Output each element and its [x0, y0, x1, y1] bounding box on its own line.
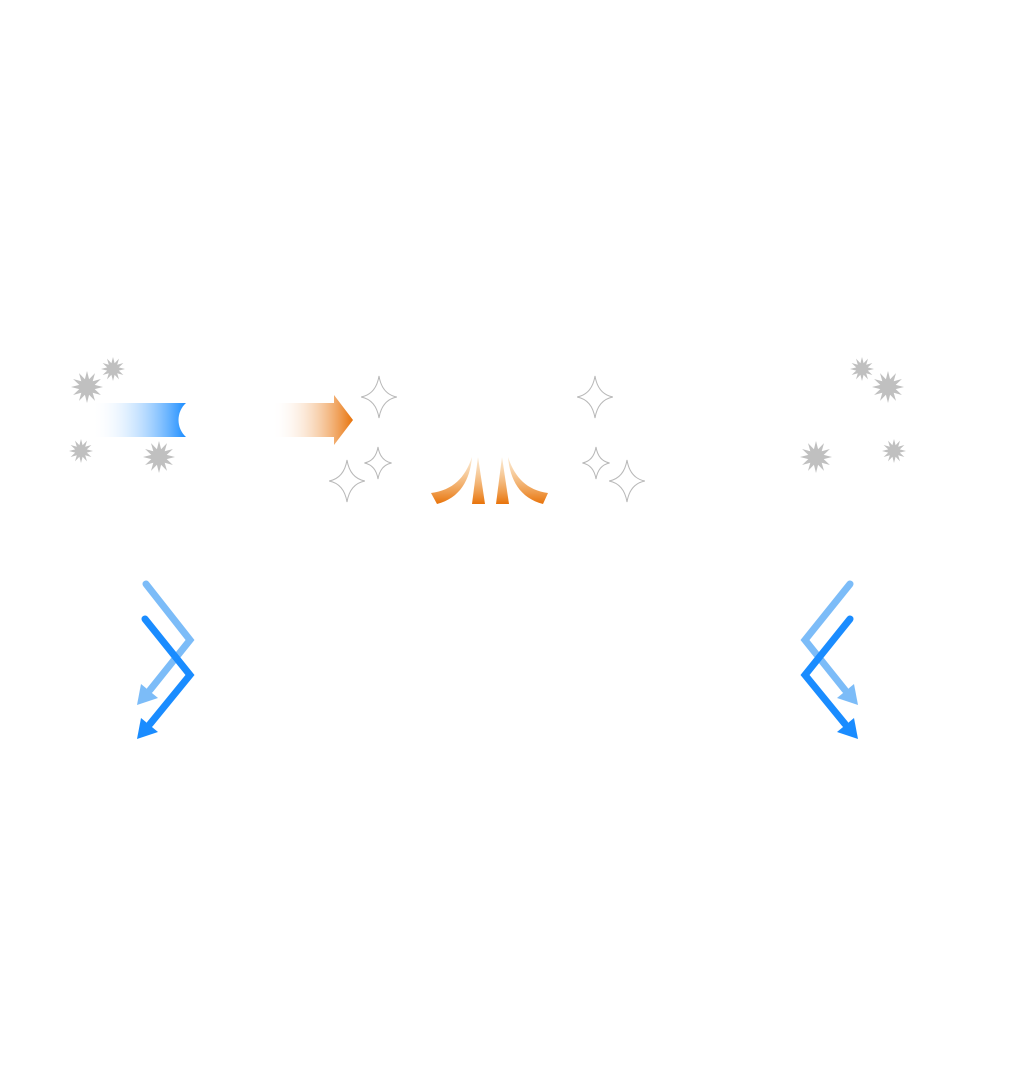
orange-fan-icon	[431, 457, 548, 504]
starburst-cluster-left	[69, 357, 175, 473]
blue-zigzag-arrow-icon	[800, 615, 858, 739]
fan-ray-center-right	[496, 457, 509, 504]
gray-starburst-icon	[882, 439, 906, 463]
sparkle-cluster-right	[577, 375, 645, 503]
gray-starburst-icon	[101, 357, 125, 381]
sparkle-icon	[361, 375, 397, 419]
sparkle-icon	[582, 446, 610, 480]
fan-ray-center-left	[472, 457, 485, 504]
blue-zigzag-arrow-icon	[800, 580, 858, 705]
gray-starburst-icon	[69, 439, 93, 463]
sparkle-icon	[329, 459, 365, 503]
blue-zigzag-arrow-left	[137, 580, 195, 739]
orange-gradient-arrow-icon	[272, 395, 353, 445]
sparkle-icon	[609, 459, 645, 503]
starburst-cluster-right	[800, 357, 906, 473]
blue-zigzag-arrow-icon	[137, 615, 195, 739]
fan-ray-right	[508, 457, 548, 504]
gray-starburst-icon	[850, 357, 874, 381]
gray-starburst-icon	[71, 371, 103, 403]
gray-starburst-icon	[800, 441, 832, 473]
sparkle-icon	[364, 446, 392, 480]
fan-ray-left	[431, 457, 472, 504]
gray-starburst-icon	[143, 441, 175, 473]
gray-starburst-icon	[872, 371, 904, 403]
blue-zigzag-arrow-right	[800, 580, 858, 739]
blue-gradient-arrow-icon	[92, 403, 186, 437]
sparkle-cluster-left	[329, 375, 397, 503]
sparkle-icon	[577, 375, 613, 419]
blue-zigzag-arrow-icon	[137, 580, 195, 705]
